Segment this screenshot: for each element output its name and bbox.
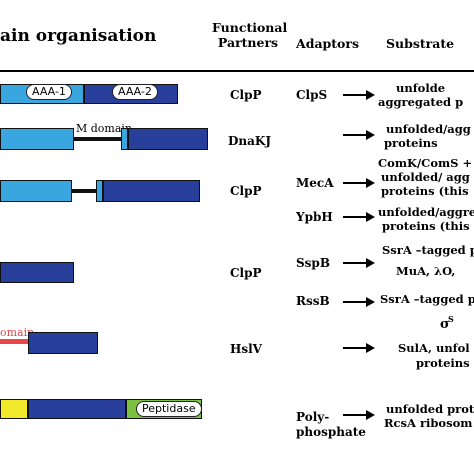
arrow-row4a [343,258,375,268]
substrate-row5-b: proteins [416,356,470,370]
row3-linker [72,189,96,193]
adaptor-clps: ClpS [296,88,328,102]
partner-dnakj: DnaKJ [228,134,272,148]
substrate-row3-a: ComK/ComS + [378,156,473,170]
adaptors-header: Adaptors [296,36,360,51]
substrate-row3-e: proteins (this [382,219,470,233]
substrate-row1-a: unfolde [396,81,446,95]
arrow-row6 [343,410,375,420]
substrate-row5-a: SulA, unfol [398,341,470,355]
aaa2-label: AAA-2 [112,84,158,100]
row5-red-linker [0,339,28,344]
functional-partners-header: Functional Partners [212,20,288,50]
row3-light-bar [0,180,72,202]
m-domain-label: M domain [76,122,133,135]
substrates-header: Substrate [386,36,455,51]
adaptor-meca: MecA [296,176,334,190]
row6-dark-bar [28,399,126,419]
partner-clpp-3: ClpP [230,266,262,280]
substrate-row3-d: unfolded/aggre [378,205,474,219]
row6-yellow-bar [0,399,28,419]
arrow-row1 [343,90,375,100]
header-rule [0,70,474,72]
substrate-row4-c: SsrA –tagged p [380,292,474,306]
row3-dark-bar [103,180,200,202]
row2-light-segment [121,128,128,150]
substrate-row6-b: RcsA ribosom [384,416,473,430]
substrate-row3-c: proteins (this [381,184,469,198]
arrow-row2 [343,130,375,140]
partner-hslv: HslV [230,342,262,356]
sigma-label: σ [440,317,450,332]
aaa1-label: AAA-1 [26,84,72,100]
substrate-row4-b: MuA, λO, [396,264,456,278]
substrate-row2-a: unfolded/agg [386,122,471,136]
substrate-row3-b: unfolded/ agg [381,170,470,184]
row2-light-bar [0,128,74,150]
substrate-row4-a: SsrA –tagged p [382,243,474,257]
row5-domain-label: omain [0,326,35,339]
m-domain-linker [74,137,122,141]
arrow-row4b [343,297,375,307]
substrate-row6-a: unfolded prot [386,402,474,416]
adaptor-sspb: SspB [296,256,330,270]
adaptor-rssb: RssB [296,294,330,308]
peptidase-label: Peptidase [136,401,202,417]
arrow-row5 [343,343,375,353]
substrate-row2-b: proteins [384,136,438,150]
organisation-header: ain organisation [0,26,157,46]
partner-clpp-1: ClpP [230,88,262,102]
adaptor-poly: Poly- [296,410,330,424]
partner-clpp-2: ClpP [230,184,262,198]
substrate-row1-b: aggregated p [378,95,464,109]
adaptor-ypbh: YpbH [296,210,333,224]
row3-light-segment [96,180,103,202]
row4-dark-bar [0,262,74,283]
arrow-row3b [343,212,375,222]
row2-dark-bar [128,128,208,150]
adaptor-phosphate: phosphate [296,425,366,439]
sigma-superscript: S [448,314,454,324]
row5-dark-bar [28,332,98,354]
arrow-row3a [343,178,375,188]
